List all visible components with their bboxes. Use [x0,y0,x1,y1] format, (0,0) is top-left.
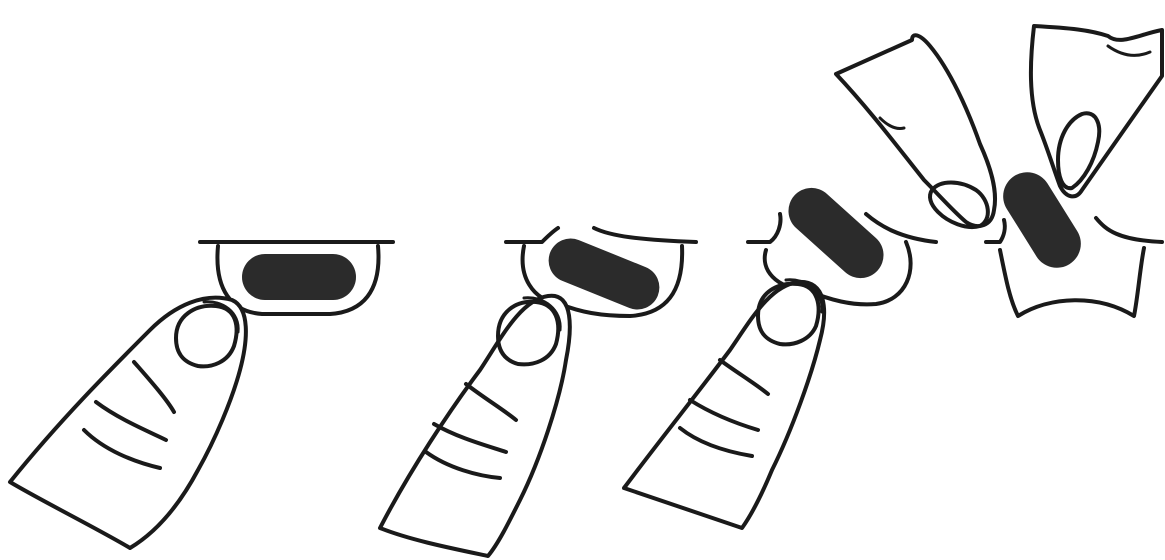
step-1-tablet [242,254,356,300]
step-4-panel [836,26,1162,316]
step-3-finger [624,282,824,528]
step-3-tablet [779,178,893,287]
step-1-panel [10,242,393,548]
step-2-foil-line-right [594,228,696,242]
step-2-panel [380,228,696,556]
step-4-left-hand [836,35,995,226]
step-4-right-hand [1031,26,1162,196]
step-2-foil-line [506,228,558,242]
step-3-foil-right [866,214,936,242]
step-2-finger [380,296,570,556]
step-3-foil-left [748,214,781,242]
step-3-panel [624,178,936,528]
step-4-foil-right [1096,218,1162,242]
